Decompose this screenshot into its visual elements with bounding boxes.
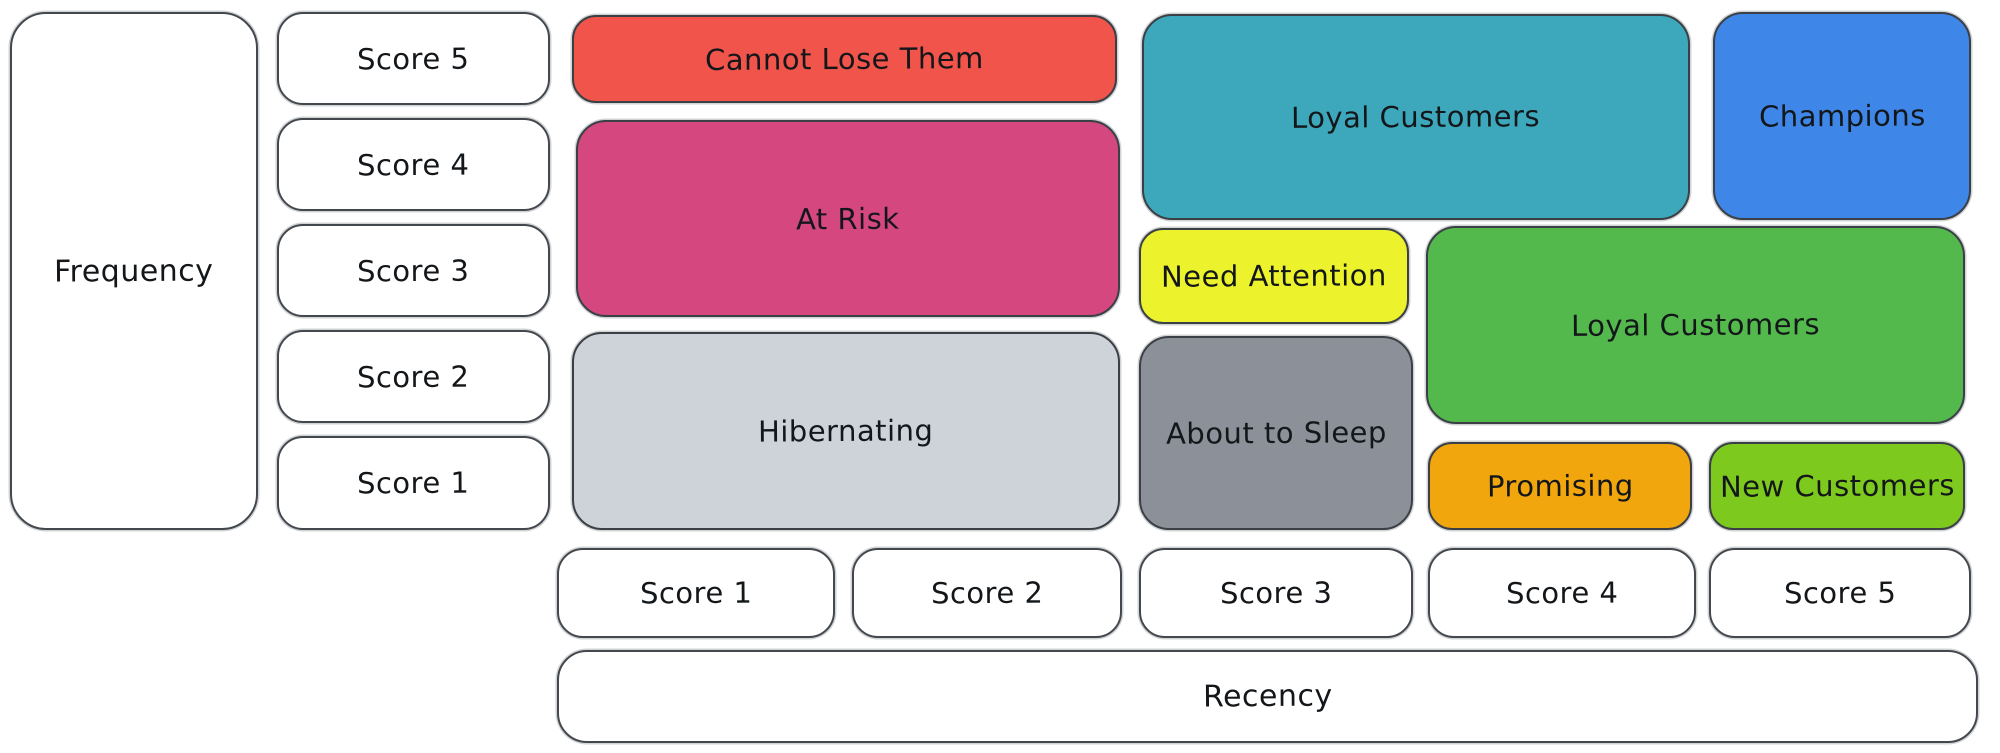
segment-need-attention-label: Need Attention xyxy=(1160,258,1388,294)
recency-score-box-3-label: Score 3 xyxy=(1219,575,1333,611)
recency-score-box-1-label: Score 1 xyxy=(639,575,753,611)
segment-at-risk: At Risk xyxy=(576,120,1120,317)
frequency-score-box-2: Score 2 xyxy=(277,330,550,423)
recency-score-box-1: Score 1 xyxy=(557,548,835,638)
frequency-axis-box: Frequency xyxy=(10,12,258,530)
recency-score-box-4: Score 4 xyxy=(1428,548,1696,638)
segment-champions: Champions xyxy=(1713,12,1971,220)
segment-loyal-customers-green-label: Loyal Customers xyxy=(1570,307,1821,343)
recency-score-box-3: Score 3 xyxy=(1139,548,1413,638)
recency-score-box-2-label: Score 2 xyxy=(930,575,1044,611)
segment-promising: Promising xyxy=(1428,442,1692,530)
segment-promising-label: Promising xyxy=(1486,468,1634,504)
frequency-score-box-5: Score 5 xyxy=(277,12,550,105)
recency-score-box-5-label: Score 5 xyxy=(1783,575,1897,611)
recency-score-box-4-label: Score 4 xyxy=(1505,575,1619,611)
segment-about-to-sleep: About to Sleep xyxy=(1139,336,1413,530)
segment-new-customers-label: New Customers xyxy=(1719,468,1955,504)
frequency-score-box-4-label: Score 4 xyxy=(357,147,470,182)
segment-need-attention: Need Attention xyxy=(1139,228,1409,324)
frequency-score-box-4: Score 4 xyxy=(277,118,550,211)
frequency-score-box-3: Score 3 xyxy=(277,224,550,317)
frequency-axis-label: Frequency xyxy=(54,252,214,290)
segment-loyal-customers-teal-label: Loyal Customers xyxy=(1291,99,1541,135)
frequency-score-box-5-label: Score 5 xyxy=(357,41,470,76)
frequency-score-box-3-label: Score 3 xyxy=(357,253,470,288)
segment-new-customers: New Customers xyxy=(1709,442,1965,530)
recency-axis-label: Recency xyxy=(1202,678,1333,715)
segment-cannot-lose-them-label: Cannot Lose Them xyxy=(704,41,985,77)
frequency-score-box-2-label: Score 2 xyxy=(357,359,470,394)
segment-loyal-customers-teal: Loyal Customers xyxy=(1142,14,1690,220)
segment-about-to-sleep-label: About to Sleep xyxy=(1165,415,1387,451)
segment-hibernating-label: Hibernating xyxy=(758,413,934,449)
recency-score-box-5: Score 5 xyxy=(1709,548,1971,638)
recency-axis-box: Recency xyxy=(557,650,1978,743)
frequency-score-box-1: Score 1 xyxy=(277,436,550,530)
segment-cannot-lose-them: Cannot Lose Them xyxy=(572,15,1117,103)
segment-loyal-customers-green: Loyal Customers xyxy=(1426,226,1965,424)
segment-hibernating: Hibernating xyxy=(572,332,1120,530)
recency-score-box-2: Score 2 xyxy=(852,548,1122,638)
segment-champions-label: Champions xyxy=(1758,98,1926,134)
frequency-score-box-1-label: Score 1 xyxy=(357,465,470,501)
segment-at-risk-label: At Risk xyxy=(796,201,900,236)
